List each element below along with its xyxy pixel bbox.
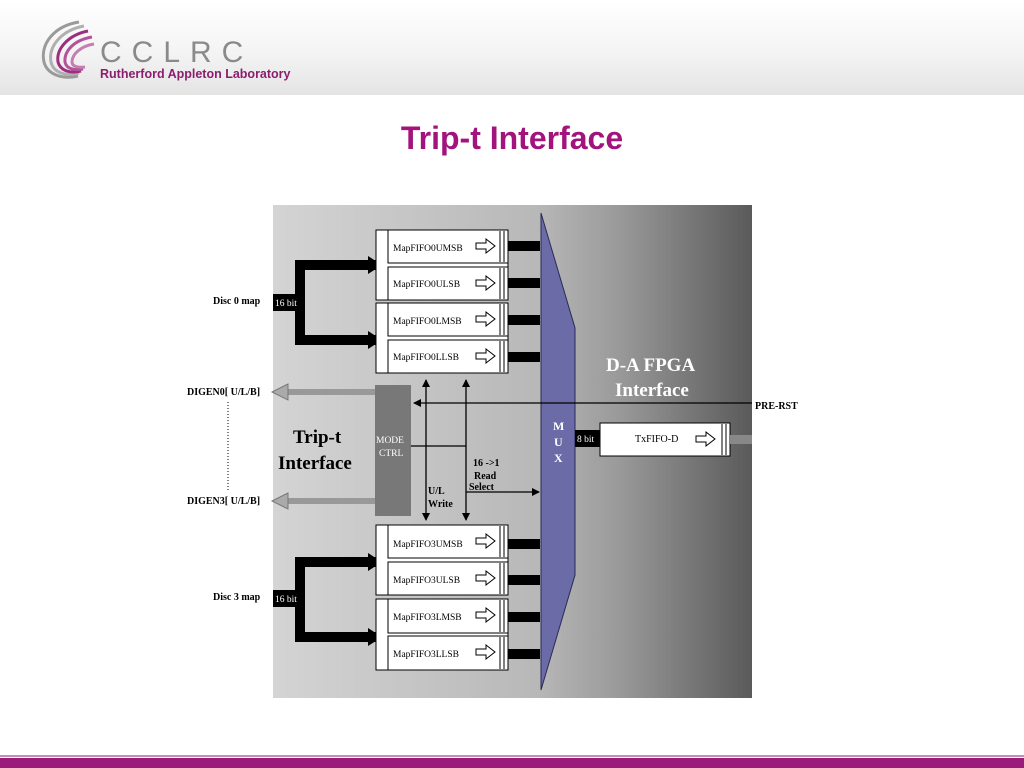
ul-write-label-ul: U/L: [428, 486, 445, 497]
svg-text:MapFIFO3LMSB: MapFIFO3LMSB: [393, 613, 462, 623]
fifo-group-bottom: MapFIFO3UMSB MapFIFO3ULSB MapFIFO3LMSB M…: [375, 524, 540, 671]
digen3-arrow: [270, 492, 375, 510]
slide-title: Trip-t Interface: [400, 120, 624, 156]
mode-ctrl-label-mode: MODE: [376, 436, 404, 446]
svg-text:MapFIFO0LMSB: MapFIFO0LMSB: [393, 317, 462, 327]
fifo-top-1: MapFIFO0ULSB: [387, 266, 540, 301]
control-lines: [411, 379, 752, 521]
bus-width-label-disc3: 16 bit: [275, 595, 297, 605]
fifo-bottom-1: MapFIFO3ULSB: [387, 561, 540, 596]
fpga-label-line1: D-A FPGA: [606, 355, 695, 376]
bus-width-label-8bit: 8 bit: [577, 435, 595, 445]
svg-text:MapFIFO0UMSB: MapFIFO0UMSB: [393, 244, 463, 254]
logo-wordmark: CCLRC: [100, 36, 254, 69]
header-bar: CCLRC Rutherford Appleton Laboratory: [0, 0, 1024, 95]
fifo-bottom-3: MapFIFO3LLSB: [387, 635, 540, 671]
bus-width-label-disc0: 16 bit: [275, 299, 297, 309]
txfifo-label: TxFIFO-D: [635, 434, 678, 445]
svg-text:MapFIFO3LLSB: MapFIFO3LLSB: [393, 650, 459, 660]
fpga-label-line2: Interface: [615, 380, 689, 401]
svg-text:MapFIFO0LLSB: MapFIFO0LLSB: [393, 353, 459, 363]
tript-interface-label-line1: Trip-t: [293, 427, 342, 448]
mode-ctrl-block: [375, 385, 411, 516]
mode-ctrl-label-ctrl: CTRL: [379, 449, 403, 459]
read-select-label-3: Select: [469, 482, 495, 493]
fifo-top-2: MapFIFO0LMSB: [387, 302, 540, 337]
digen3-label: DIGEN3[ U/L/B]: [187, 496, 260, 507]
pre-rst-label: PRE-RST: [755, 401, 798, 412]
mux-block: [540, 212, 576, 691]
footer-line: [0, 755, 1024, 757]
tript-interface-label-line2: Interface: [278, 453, 352, 474]
disc0-bus: [273, 256, 382, 349]
digen0-label: DIGEN0[ U/L/B]: [187, 387, 260, 398]
ul-write-label-write: Write: [428, 499, 453, 510]
svg-text:MapFIFO3ULSB: MapFIFO3ULSB: [393, 576, 460, 586]
fifo-top-3: MapFIFO0LLSB: [387, 339, 540, 374]
mux-label-u: U: [554, 435, 563, 449]
digen0-arrow: [270, 383, 375, 401]
mux-label-m: M: [553, 419, 564, 433]
disc3-map-label: Disc 3 map: [213, 592, 261, 603]
svg-text:MapFIFO0ULSB: MapFIFO0ULSB: [393, 280, 460, 290]
mux-label-x: X: [554, 451, 563, 465]
fifo-top-0: MapFIFO0UMSB: [387, 229, 540, 264]
cclrc-logo-swirl-icon: [41, 20, 95, 79]
footer-bar: [0, 758, 1024, 768]
svg-text:MapFIFO3UMSB: MapFIFO3UMSB: [393, 540, 463, 550]
fifo-bottom-2: MapFIFO3LMSB: [387, 598, 540, 634]
fifo-group-top: MapFIFO0UMSB MapFIFO0ULSB MapFIFO0LMSB M…: [375, 229, 540, 374]
disc3-bus: [273, 553, 382, 646]
logo-subtitle: Rutherford Appleton Laboratory: [100, 67, 291, 81]
txfifo-block: [575, 422, 752, 457]
fifo-bottom-0: MapFIFO3UMSB: [387, 524, 540, 559]
read-select-label-1: 16 ->1: [473, 458, 500, 469]
read-select-label-2: Read: [474, 471, 497, 482]
disc0-map-label: Disc 0 map: [213, 296, 261, 307]
